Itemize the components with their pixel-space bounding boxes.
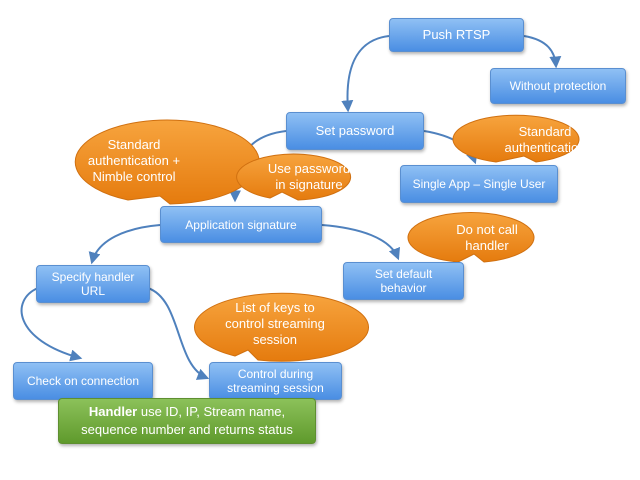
arrow-signature-to-handler [88, 224, 161, 265]
node-push-rtsp: Push RTSP [389, 18, 524, 52]
callout-standard-auth-nimble-shape [74, 119, 260, 205]
callout-use-password-shape [236, 153, 352, 201]
node-specify-handler-url: Specify handler URL [36, 265, 150, 303]
node-single-app-single-user: Single App – Single User [400, 165, 558, 203]
callout-standard-authentication: Standard authentication [504, 124, 586, 155]
arrow-signature-to-default [321, 224, 400, 261]
handler-note-bold: Handler [88, 404, 138, 419]
node-application-signature: Application signature [160, 206, 322, 243]
node-without-protection: Without protection [490, 68, 626, 104]
callout-do-not-call-shape [407, 212, 535, 263]
callout-standard-auth-shape [452, 114, 580, 163]
arrow-handler-to-control [147, 287, 210, 380]
callout-use-password-in-signature: Use password in signature [267, 161, 351, 192]
node-set-password: Set password [286, 112, 424, 150]
arrow-push-to-without-protection [523, 35, 562, 69]
arrow-push-to-password [341, 35, 390, 113]
node-control-during-streaming: Control during streaming session [209, 362, 342, 400]
callout-do-not-call-handler: Do not call handler [456, 222, 518, 253]
handler-note-text: use ID, IP, Stream name, sequence number… [81, 404, 293, 437]
node-check-on-connection: Check on connection [13, 362, 153, 400]
callout-standard-auth-nimble: Standard authentication + Nimble control [87, 137, 181, 184]
node-set-default-behavior: Set default behavior [343, 262, 464, 300]
callout-list-of-keys: List of keys to control streaming sessio… [225, 300, 325, 347]
arrow-handler-to-check [20, 287, 83, 362]
callout-list-of-keys-shape [194, 292, 369, 362]
handler-note: Handler use ID, IP, Stream name, sequenc… [58, 398, 316, 444]
